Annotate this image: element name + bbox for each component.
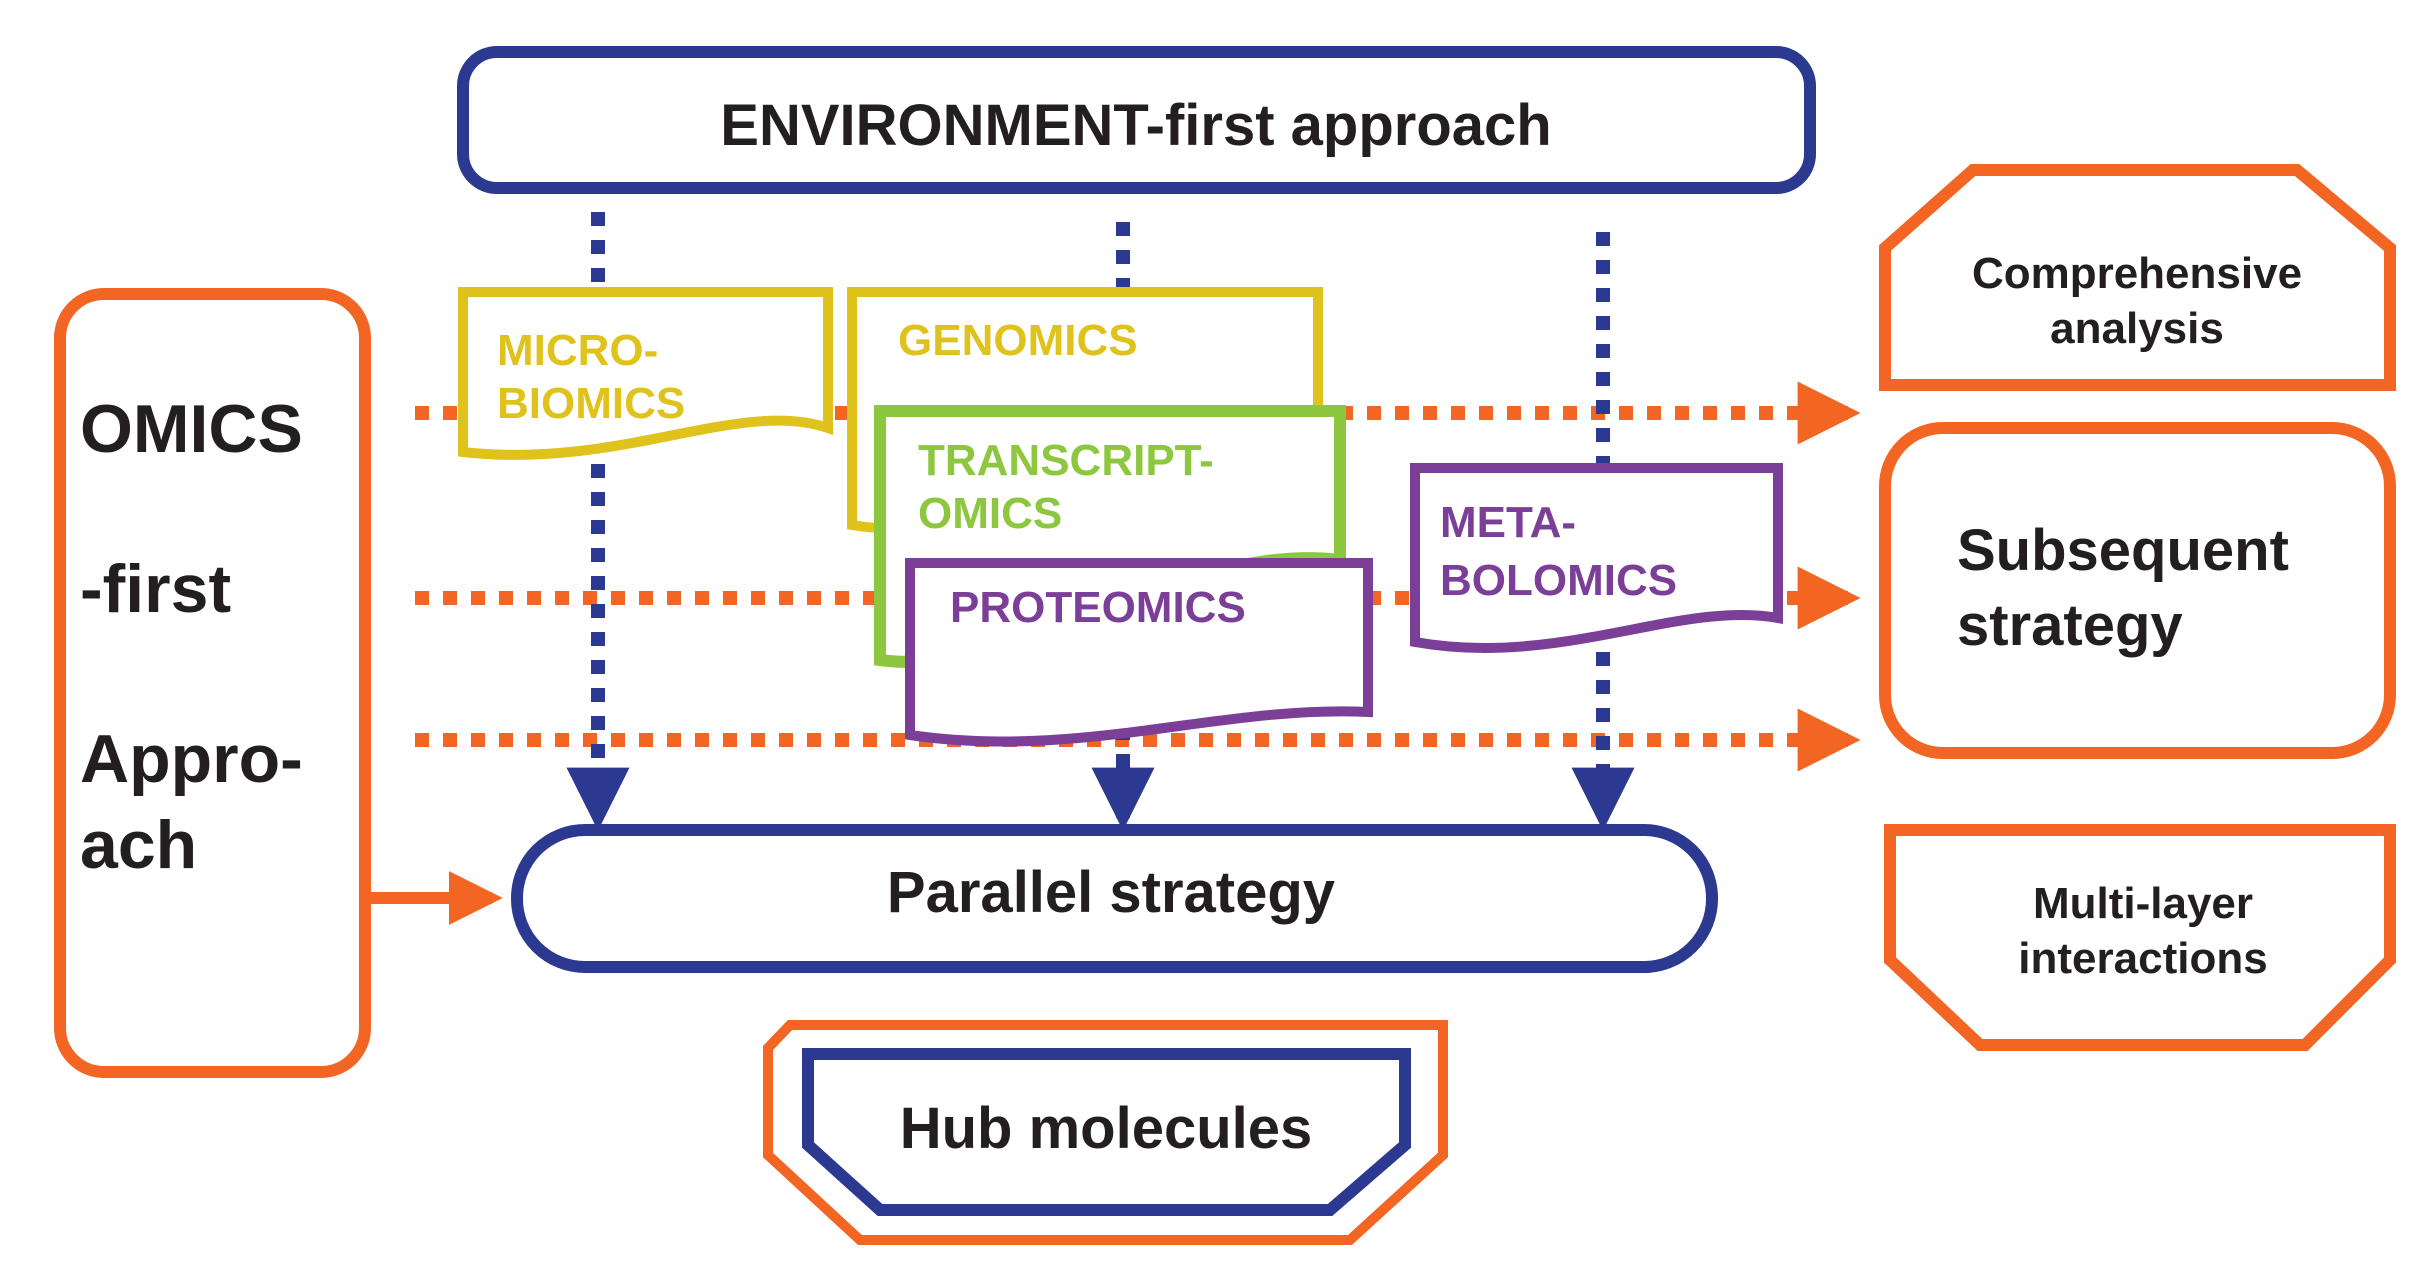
environment-first-title: ENVIRONMENT-first approach [720, 93, 1551, 158]
omics-first-line-4: ach [80, 807, 197, 883]
proteomics-document [905, 558, 1373, 747]
metabolomics-label-2: BOLOMICS [1440, 556, 1677, 605]
omics-first-line-1: OMICS [80, 391, 303, 467]
subsequent-strategy-line-2: strategy [1957, 593, 2183, 658]
multi-layer-interactions-box [1884, 824, 2396, 1051]
comprehensive-analysis-line-1: Comprehensive [1972, 249, 2302, 298]
comprehensive-analysis-line-2: analysis [2050, 304, 2224, 353]
microbiomics-document [458, 287, 833, 460]
transcriptomics-label-2: OMICS [918, 489, 1062, 538]
omics-first-box [54, 288, 371, 1078]
transcriptomics-label-1: TRANSCRIPT- [918, 436, 1214, 485]
parallel-strategy-box [511, 824, 1718, 973]
metabolomics-label-1: META- [1440, 498, 1576, 547]
hub-molecules-inner-frame [802, 1048, 1411, 1216]
omics-first-line-3: Appro- [80, 721, 303, 797]
microbiomics-label-2: BIOMICS [497, 379, 685, 428]
microbiomics-label-1: MICRO- [497, 326, 658, 375]
proteomics-label: PROTEOMICS [950, 583, 1246, 632]
parallel-strategy-label: Parallel strategy [887, 860, 1335, 925]
metabolomics-document [1410, 463, 1783, 653]
genomics-label: GENOMICS [898, 316, 1138, 365]
subsequent-strategy-box [1879, 422, 2396, 759]
comprehensive-analysis-box [1879, 164, 2396, 391]
multi-layer-interactions-line-2: interactions [2018, 934, 2267, 983]
subsequent-strategy-line-1: Subsequent [1957, 518, 2289, 583]
multi-layer-interactions-line-1: Multi-layer [2033, 879, 2253, 928]
hub-molecules-label: Hub molecules [900, 1096, 1313, 1161]
environment-first-box [457, 46, 1816, 194]
omics-first-line-2: -first [80, 551, 231, 627]
